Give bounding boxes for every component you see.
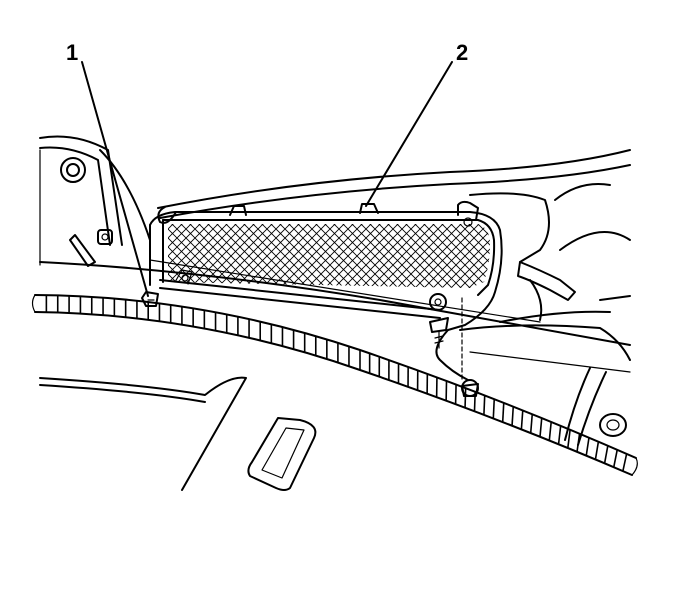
seal-rib: [585, 437, 590, 456]
right-hose: [564, 367, 607, 446]
mesh-strand: [627, 220, 677, 300]
left-bracket: [69, 229, 113, 267]
mesh-strand: [168, 224, 205, 288]
mesh-strand: [168, 224, 169, 288]
seal-rib: [501, 402, 505, 423]
mesh-strand: [636, 220, 677, 300]
mesh-strand: [6, 220, 86, 300]
rail-fasteners: [429, 293, 449, 349]
mesh-strand: [663, 220, 677, 300]
mesh-strand: [645, 220, 677, 300]
mesh-strand: [402, 224, 484, 288]
net-top-clips: [229, 200, 479, 227]
seal-rib: [520, 410, 524, 430]
right-console: [459, 231, 631, 373]
mesh-strand: [0, 220, 50, 300]
seal-rib: [492, 399, 496, 419]
leader-lines: [81, 61, 453, 297]
mesh-strand: [411, 224, 490, 288]
seal-rib: [567, 429, 571, 449]
mesh-strand: [437, 224, 490, 288]
mesh-strand: [0, 220, 69, 300]
callout-1: 1: [66, 40, 78, 65]
shelf-outline: [157, 149, 631, 263]
floor-edge: [39, 259, 631, 346]
mesh-strand: [33, 220, 113, 300]
mesh-strand: [618, 220, 677, 300]
mesh-strand: [0, 220, 51, 300]
mesh-strand: [456, 224, 490, 288]
mesh-strand: [574, 220, 654, 300]
mesh-strand: [429, 224, 490, 288]
mesh-strand: [447, 224, 490, 288]
mesh-strand: [168, 224, 187, 288]
seal-rib: [612, 449, 619, 468]
mesh-strand: [0, 220, 42, 300]
weatherstrip-ribs: [45, 295, 628, 472]
mesh-strand: [0, 220, 68, 300]
mesh-strand: [34, 220, 114, 300]
lower-panel: [39, 376, 317, 491]
seal-rib: [594, 441, 600, 460]
mesh-strand: [393, 224, 475, 288]
mesh-strand: [0, 220, 6, 300]
cargo-net-frame: [149, 211, 503, 331]
right-grommet: [599, 413, 627, 437]
mesh-strand: [60, 220, 140, 300]
seal-rib: [539, 417, 543, 437]
seal-rib: [622, 453, 628, 472]
mesh-strand: [654, 220, 677, 300]
mesh-strand: [464, 224, 490, 288]
mesh-strand: [168, 224, 232, 288]
mesh-strand: [0, 220, 15, 300]
mesh-strand: [582, 220, 662, 300]
callout-2: 2: [456, 40, 468, 65]
mesh-strand: [420, 224, 490, 288]
upper-left-trim-panel: [39, 135, 151, 266]
mesh-strand: [0, 220, 24, 300]
seal-rib: [557, 425, 562, 445]
left-clip: [141, 291, 159, 307]
seal-rib: [511, 406, 515, 426]
mesh-strand: [7, 220, 87, 300]
mesh-strand: [0, 220, 33, 300]
mesh-strand: [493, 220, 573, 300]
mesh-strand: [492, 220, 572, 300]
seal-rib: [548, 421, 552, 441]
mesh-strand: [547, 220, 627, 300]
weatherstrip-seal: [31, 294, 638, 476]
net-lower-rail: [159, 269, 441, 319]
seal-rib: [603, 445, 609, 464]
mesh-strand: [519, 220, 599, 300]
cargo-net-mesh: [0, 220, 677, 300]
mesh-strand: [546, 220, 626, 300]
mesh-strand: [51, 220, 131, 300]
seal-rib: [529, 414, 534, 434]
mesh-strand: [42, 220, 122, 300]
seal-rib: [464, 388, 467, 408]
mesh-strand: [168, 224, 214, 288]
left-grommet: [60, 157, 86, 183]
mesh-strand: [0, 220, 60, 300]
mesh-strand: [168, 224, 223, 288]
right-strap-anchor: [435, 297, 479, 397]
mesh-strand: [0, 220, 77, 300]
mesh-strand: [438, 224, 490, 288]
mesh-strand: [672, 220, 677, 300]
seal-rib: [483, 395, 486, 415]
mesh-strand: [446, 224, 490, 288]
mesh-strand: [0, 220, 59, 300]
mesh-strand: [168, 224, 196, 288]
mesh-strand: [0, 220, 78, 300]
mesh-strand: [520, 220, 600, 300]
mesh-strand: [609, 220, 677, 300]
mesh-strand: [24, 220, 104, 300]
